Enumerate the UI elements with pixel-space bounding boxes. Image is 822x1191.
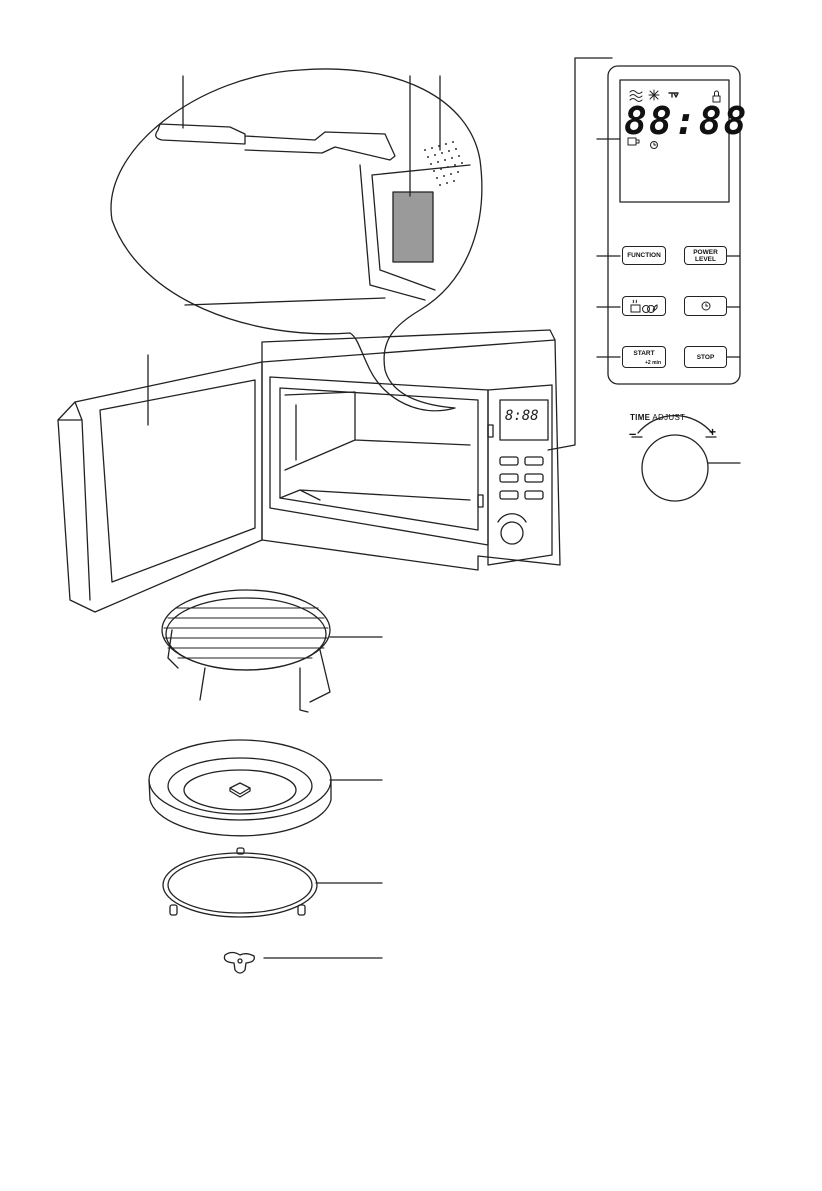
knob-arc — [637, 415, 713, 434]
ring-wheel-back — [236, 847, 245, 855]
clock-icon — [650, 141, 658, 149]
mini-button-auto — [499, 473, 519, 483]
knob-plus-label: + — [709, 425, 717, 439]
start-button-label: START — [633, 350, 655, 357]
bubble-floor-line — [184, 297, 386, 306]
mini-display — [499, 399, 549, 441]
plate-inner — [167, 757, 313, 815]
start-button-sublabel: +2 min — [645, 360, 661, 366]
plate-hub — [229, 782, 251, 798]
knob-minus-label: – — [629, 426, 637, 441]
magnifier-bubble-outline — [110, 68, 483, 412]
mini-button-stop — [524, 490, 544, 500]
mini-knob-arc — [497, 513, 527, 523]
magnified-view — [110, 68, 483, 412]
display-digits: 88:88 — [624, 99, 749, 143]
mini-button-function — [499, 456, 519, 466]
cavity-wall-lines — [359, 164, 471, 301]
stop-button[interactable]: STOP — [684, 346, 727, 368]
function-button-label: FUNCTION — [627, 252, 661, 259]
mini-knob — [500, 521, 524, 545]
lock-icon — [712, 90, 721, 103]
cavity-back-wall — [284, 391, 471, 471]
grill-icon — [629, 90, 643, 102]
rack-ring-inner — [165, 597, 327, 671]
turntable-coupler — [223, 951, 383, 974]
power-level-button[interactable]: POWER LEVEL — [684, 246, 727, 265]
panel-zoom-bracket — [547, 57, 613, 451]
auto-cook-button[interactable] — [622, 296, 666, 316]
vent-holes — [424, 141, 463, 186]
control-panel-frame — [607, 65, 741, 385]
clock-icon — [701, 301, 710, 311]
oven-outer-case — [261, 339, 561, 571]
plate-rim — [148, 739, 332, 821]
oven-top-edge — [261, 329, 556, 363]
stop-button-label: STOP — [696, 353, 715, 361]
cavity-floor — [279, 489, 471, 501]
mini-button-start — [499, 490, 519, 500]
glass-turntable — [148, 739, 383, 837]
rack-bars — [163, 607, 329, 659]
waveguide-cover — [392, 191, 434, 263]
ring-outer — [162, 852, 318, 918]
plate-well — [183, 769, 297, 811]
mini-display-digits: 8:88 — [505, 408, 539, 424]
time-adjust-knob-group — [631, 415, 741, 502]
clock-button[interactable] — [684, 296, 727, 316]
oven-cavity — [269, 376, 489, 546]
function-button[interactable]: FUNCTION — [622, 246, 666, 265]
start-button[interactable]: START +2 min — [622, 346, 666, 368]
microwave-oven: 8:88 — [57, 57, 613, 613]
control-panel-large — [596, 65, 741, 385]
time-adjust-knob — [641, 434, 709, 502]
plate-side — [148, 779, 332, 837]
time-adjust-title: TIME ADJUST — [630, 413, 685, 422]
rack-legs — [167, 629, 331, 713]
defrost-icon — [648, 89, 660, 101]
waveguide-hook — [155, 123, 396, 161]
mini-control-panel — [487, 384, 553, 566]
ring-wheel-right — [297, 904, 306, 916]
oven-door-window — [99, 379, 256, 583]
wifi-signal-icon — [668, 92, 679, 98]
grill-rack — [161, 589, 383, 713]
mini-button-power — [524, 456, 544, 466]
coupler-shape — [223, 951, 255, 974]
door-latch-top — [487, 424, 494, 438]
door-latch-bottom — [477, 494, 484, 508]
ring-wheel-left — [169, 904, 178, 916]
coupler-center — [237, 958, 243, 964]
power-level-button-label: POWER LEVEL — [693, 248, 718, 263]
mini-button-clock — [524, 473, 544, 483]
roller-ring — [162, 847, 383, 918]
time-adjust-title-bold: TIME — [630, 413, 651, 422]
ring-inner — [167, 856, 313, 914]
time-adjust-title-rest: ADJUST — [650, 413, 686, 422]
auto-cook-icon — [630, 299, 658, 313]
oven-door-edge — [57, 401, 91, 601]
display-window — [619, 79, 730, 203]
cup-icon — [627, 137, 640, 146]
